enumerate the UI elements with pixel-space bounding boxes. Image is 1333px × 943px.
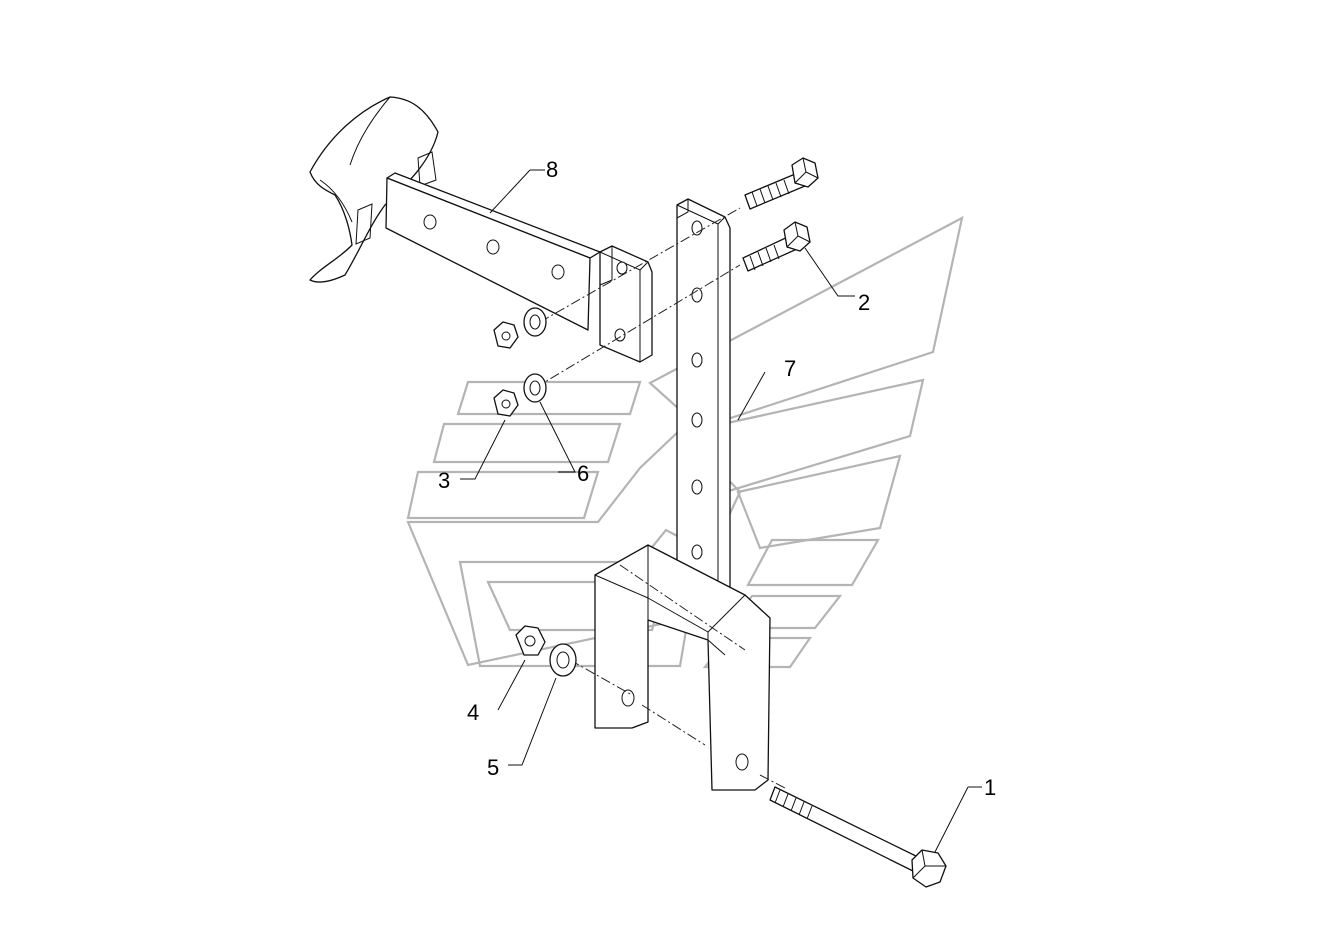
part-2-short-bolt-upper — [744, 157, 819, 210]
part-5-washer — [549, 643, 577, 677]
callout-labels: 1 2 3 4 5 6 7 8 — [438, 157, 996, 800]
part-7-strap-clevis — [594, 198, 771, 791]
part-3-nut-upper — [493, 321, 519, 349]
assembly-centerlines — [534, 207, 786, 789]
part-6-washer — [523, 373, 547, 403]
callout-1: 1 — [984, 775, 996, 800]
part-2-short-bolt-lower — [742, 221, 811, 272]
part-6-washer-upper — [523, 307, 547, 337]
part-8-saddle-bracket — [309, 96, 653, 363]
part-3-nut — [493, 389, 519, 417]
callout-5: 5 — [487, 755, 499, 780]
callout-8: 8 — [546, 157, 558, 182]
leader-lines — [460, 169, 982, 853]
callout-2: 2 — [858, 290, 870, 315]
callout-3: 3 — [438, 468, 450, 493]
part-1-long-bolt — [769, 786, 947, 888]
callout-6: 6 — [577, 461, 589, 486]
callout-7: 7 — [784, 356, 796, 381]
callout-4: 4 — [467, 700, 479, 725]
part-4-nut — [515, 625, 546, 656]
